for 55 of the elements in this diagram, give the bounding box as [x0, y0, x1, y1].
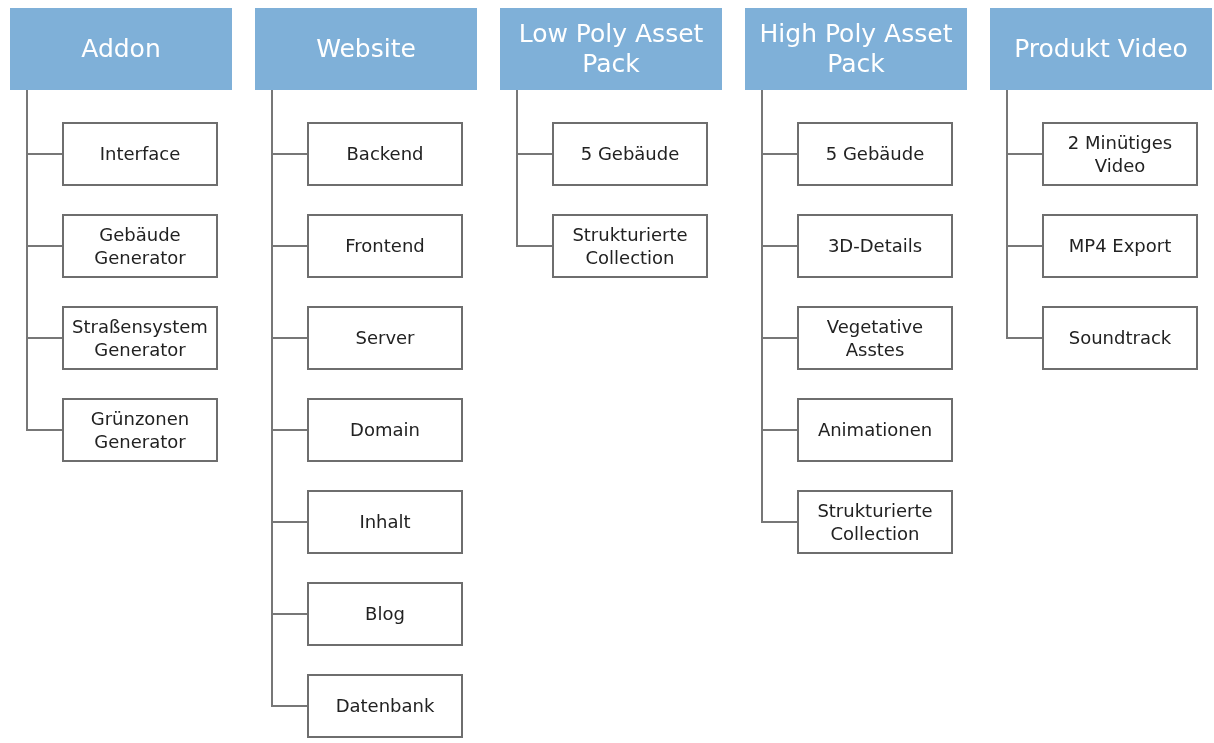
task-box: [797, 214, 953, 278]
node-label: Inhalt: [359, 510, 411, 534]
task-box: [797, 122, 953, 186]
category-header: [990, 8, 1212, 90]
node-label: Straßensystem Generator: [71, 314, 209, 362]
node-label: Produkt Video: [1014, 34, 1188, 64]
task-box: [307, 582, 463, 646]
node-label: 2 Minütiges Video: [1066, 130, 1174, 178]
node-label: Grünzonen Generator: [89, 406, 191, 454]
node-label: High Poly Asset Pack: [758, 19, 954, 79]
node-label: Addon: [81, 34, 161, 64]
task-box: [62, 398, 218, 462]
task-box: [307, 214, 463, 278]
task-box: [797, 306, 953, 370]
node-label: Backend: [346, 142, 424, 166]
task-box: [1042, 306, 1198, 370]
node-label: Server: [355, 326, 415, 350]
task-box: [552, 122, 708, 186]
category-header: [745, 8, 967, 90]
node-label: Low Poly Asset Pack: [517, 19, 705, 79]
connector-line: [1006, 89, 1043, 339]
category-header: [255, 8, 477, 90]
node-label: Blog: [365, 602, 405, 626]
node-label: Domain: [350, 418, 420, 442]
node-label: Interface: [99, 142, 181, 166]
node-label: Website: [316, 34, 416, 64]
node-label: MP4 Export: [1068, 234, 1172, 258]
node-label: Vegetative Asstes: [825, 314, 925, 362]
task-box: [307, 490, 463, 554]
task-box: [797, 490, 953, 554]
category-header: [10, 8, 232, 90]
node-label: Datenbank: [335, 694, 435, 718]
node-label: Gebäude Generator: [93, 222, 187, 270]
category-header: [500, 8, 722, 90]
task-box: [552, 214, 708, 278]
connector-line: [26, 89, 63, 431]
task-box: [307, 398, 463, 462]
task-box: [1042, 214, 1198, 278]
task-box: [1042, 122, 1198, 186]
node-label: 5 Gebäude: [580, 142, 680, 166]
node-label: Animationen: [817, 418, 933, 442]
node-label: 5 Gebäude: [825, 142, 925, 166]
task-box: [307, 306, 463, 370]
node-label: Strukturierte Collection: [571, 222, 689, 270]
task-box: [62, 306, 218, 370]
task-box: [62, 122, 218, 186]
node-label: Strukturierte Collection: [816, 498, 934, 546]
task-box: [62, 214, 218, 278]
task-box: [797, 398, 953, 462]
task-box: [307, 674, 463, 738]
task-box: [307, 122, 463, 186]
connector-line: [516, 89, 553, 247]
node-label: Frontend: [345, 234, 425, 258]
node-label: 3D-Details: [827, 234, 923, 258]
node-label: Soundtrack: [1068, 326, 1172, 350]
